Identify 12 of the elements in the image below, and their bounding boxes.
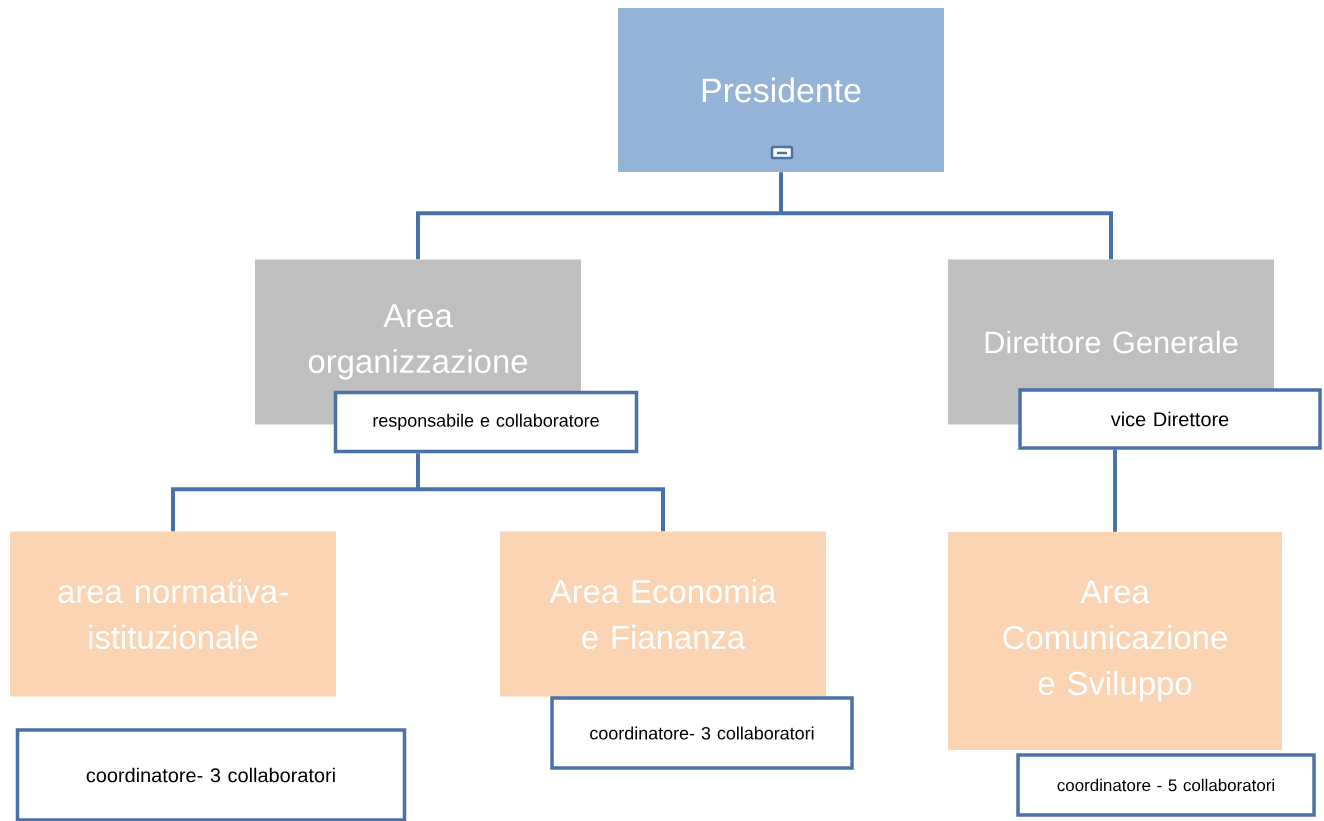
role-box: coordinatore - 5 collaboratori	[1016, 753, 1316, 817]
role-box: coordinatore- 3 collaboratori	[550, 696, 854, 770]
area-box: Area Economia e Fiananza	[500, 531, 826, 697]
connector-line	[171, 451, 665, 534]
title-box: Presidente	[618, 8, 944, 172]
area-box: Area Comunicazione e Sviluppo	[948, 532, 1282, 750]
role-box: coordinatore- 3 collaboratori	[15, 728, 407, 821]
role-box: vice Direttore	[1018, 388, 1322, 450]
role-box: responsabile e collaboratore	[333, 390, 639, 454]
connector-line	[1113, 449, 1117, 532]
connector-line	[416, 170, 1113, 262]
area-box: area normativa-istituzionale	[10, 531, 336, 697]
